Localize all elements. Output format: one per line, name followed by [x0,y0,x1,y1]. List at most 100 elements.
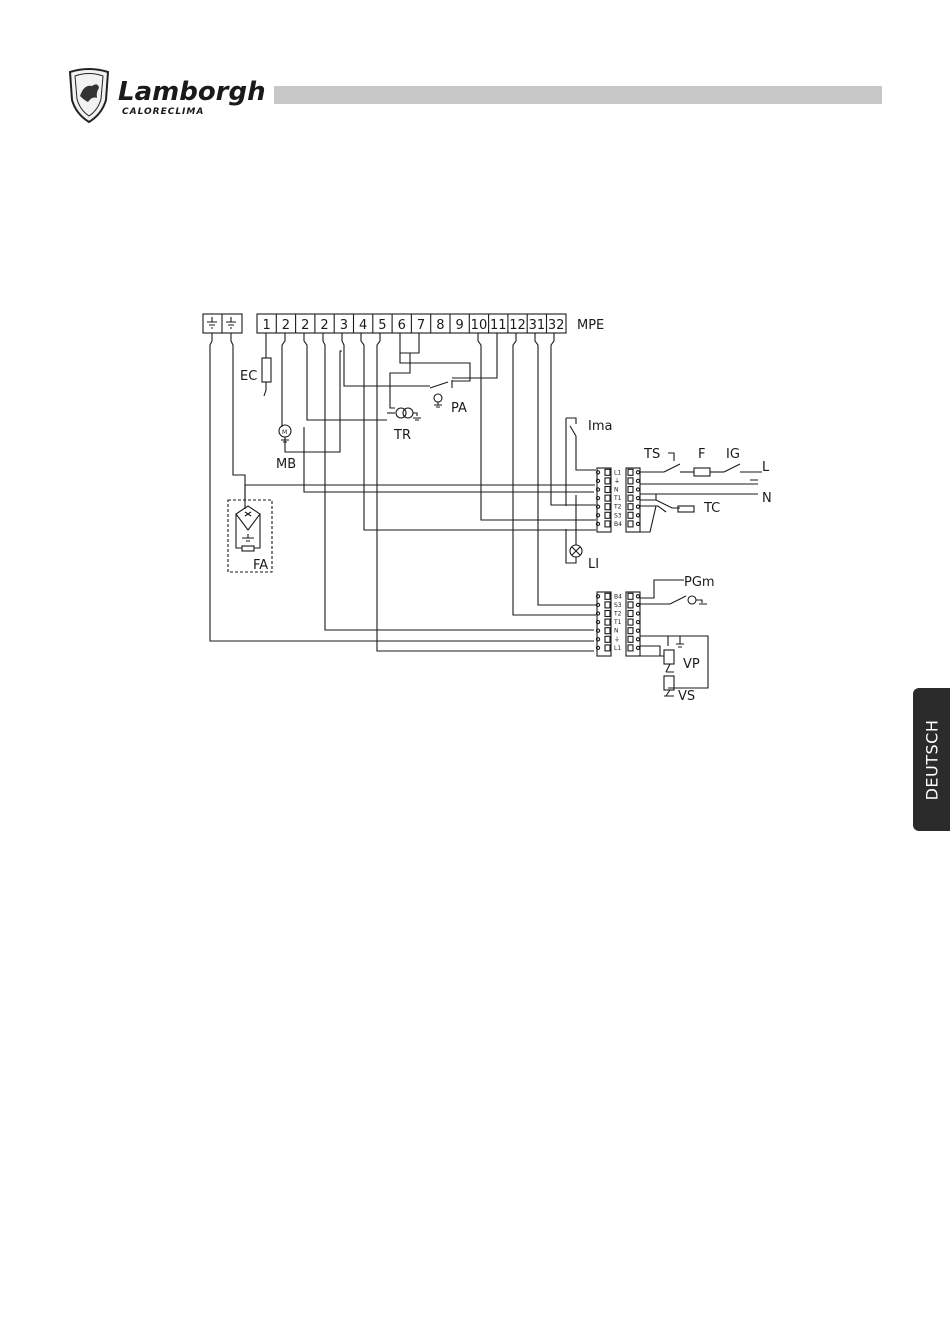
label-ima: Ima [588,419,612,434]
connector-contact [596,479,599,482]
connector-contact [636,497,639,500]
pgm-pressure-switch [640,580,686,604]
mpe-terminal-number: 7 [417,318,425,333]
connector-contact [636,488,639,491]
connector-pin-left [605,512,610,518]
label-pgm: PGm [684,575,715,590]
connector-contact [596,612,599,615]
connector-contact [636,638,639,641]
connector-pin-right [628,521,633,527]
connector-pin-label: S3 [614,512,622,519]
label-f: F [698,447,705,462]
connector-pin-label: N [614,487,619,494]
connector-pin-left [605,611,610,617]
connector-pin-right [628,478,633,484]
language-tab-label: DEUTSCH [922,719,941,800]
label-vp: VP [683,657,700,672]
mpe-terminal-number: 4 [359,318,367,333]
connector-pin-left [605,521,610,527]
ts-switch [664,453,680,472]
language-tab[interactable]: DEUTSCH [913,688,950,831]
label-tr: TR [393,428,411,443]
label-ts: TS [643,447,660,462]
connector-contact [596,595,599,598]
label-vs: VS [678,689,695,704]
label-ig: IG [726,447,740,462]
connector-contact [636,621,639,624]
label-n: N [762,491,772,506]
label-mpe: MPE [577,318,604,333]
label-mb: MB [276,457,296,472]
mpe-terminal-number: 3 [340,318,348,333]
connector-contact [596,471,599,474]
label-pa: PA [451,401,467,416]
connector-contact [596,603,599,606]
connector-contact [636,595,639,598]
mpe-terminal-number: 12 [509,318,526,333]
connector-contact [596,638,599,641]
connector-pin-right [628,611,633,617]
connector-pin-right [628,619,633,625]
label-tc: TC [703,501,720,516]
label-ec: EC [240,369,257,384]
mpe-terminal-number: 2 [282,318,290,333]
connector-pin-right [628,636,633,642]
connector-contact [596,505,599,508]
f-fuse [694,468,710,476]
mpe-terminal-number: 9 [456,318,464,333]
connector-pin-right [628,469,633,475]
ig-switch [724,464,740,472]
connector-pin-label: T1 [613,619,622,626]
connector-pin-left [605,593,610,599]
connector-pin-label: L1 [614,645,621,652]
connector-pin-label: B4 [614,521,622,528]
connector-pin-label: T2 [613,611,622,618]
connector-contact [636,646,639,649]
connector-pin-label: S3 [614,602,622,609]
connector-contact [636,629,639,632]
connector-pin-right [628,504,633,510]
connector-contact [636,471,639,474]
label-fa: FA [253,558,268,573]
mpe-terminal-number: 32 [548,318,565,333]
mpe-terminal-number: 2 [320,318,328,333]
connector-contact [596,629,599,632]
mpe-terminal-number: 2 [301,318,309,333]
label-li: LI [588,557,599,572]
connector-pin-left [605,495,610,501]
connector-pin-left [605,469,610,475]
connector-pin-right [628,512,633,518]
mpe-terminal-number: 5 [378,318,386,333]
connector-pin-label: T1 [613,495,622,502]
connector-contact [636,522,639,525]
connector-pin-right [628,628,633,634]
connector-pin-label: B4 [614,593,622,600]
connector-pin-left [605,636,610,642]
connector-pin-left [605,602,610,608]
mpe-terminal-number: 8 [436,318,444,333]
connector-contact [596,488,599,491]
connector-pin-label: ⏚ [614,636,620,643]
label-l: L [762,460,770,475]
vp-valve [664,650,674,664]
connector-contact [636,612,639,615]
connector-contact [636,505,639,508]
mpe-terminal-number: 11 [490,318,507,333]
connector-contact [636,603,639,606]
connector-pin-left [605,478,610,484]
connector-contact [596,522,599,525]
connector-pin-label: L1 [614,469,621,476]
connector-pin-label: N [614,628,619,635]
connector-contact [596,646,599,649]
connector-contact [596,621,599,624]
connector-contact [596,514,599,517]
mpe-terminal-number: 6 [398,318,406,333]
connector-contact [636,514,639,517]
mpe-terminal-number: 31 [529,318,546,333]
connector-pin-right [628,645,633,651]
connector-pin-label: ⏚ [614,478,620,485]
pa-pressure-switch [430,382,448,388]
ec-electrode [262,358,271,382]
connector-contact [596,497,599,500]
